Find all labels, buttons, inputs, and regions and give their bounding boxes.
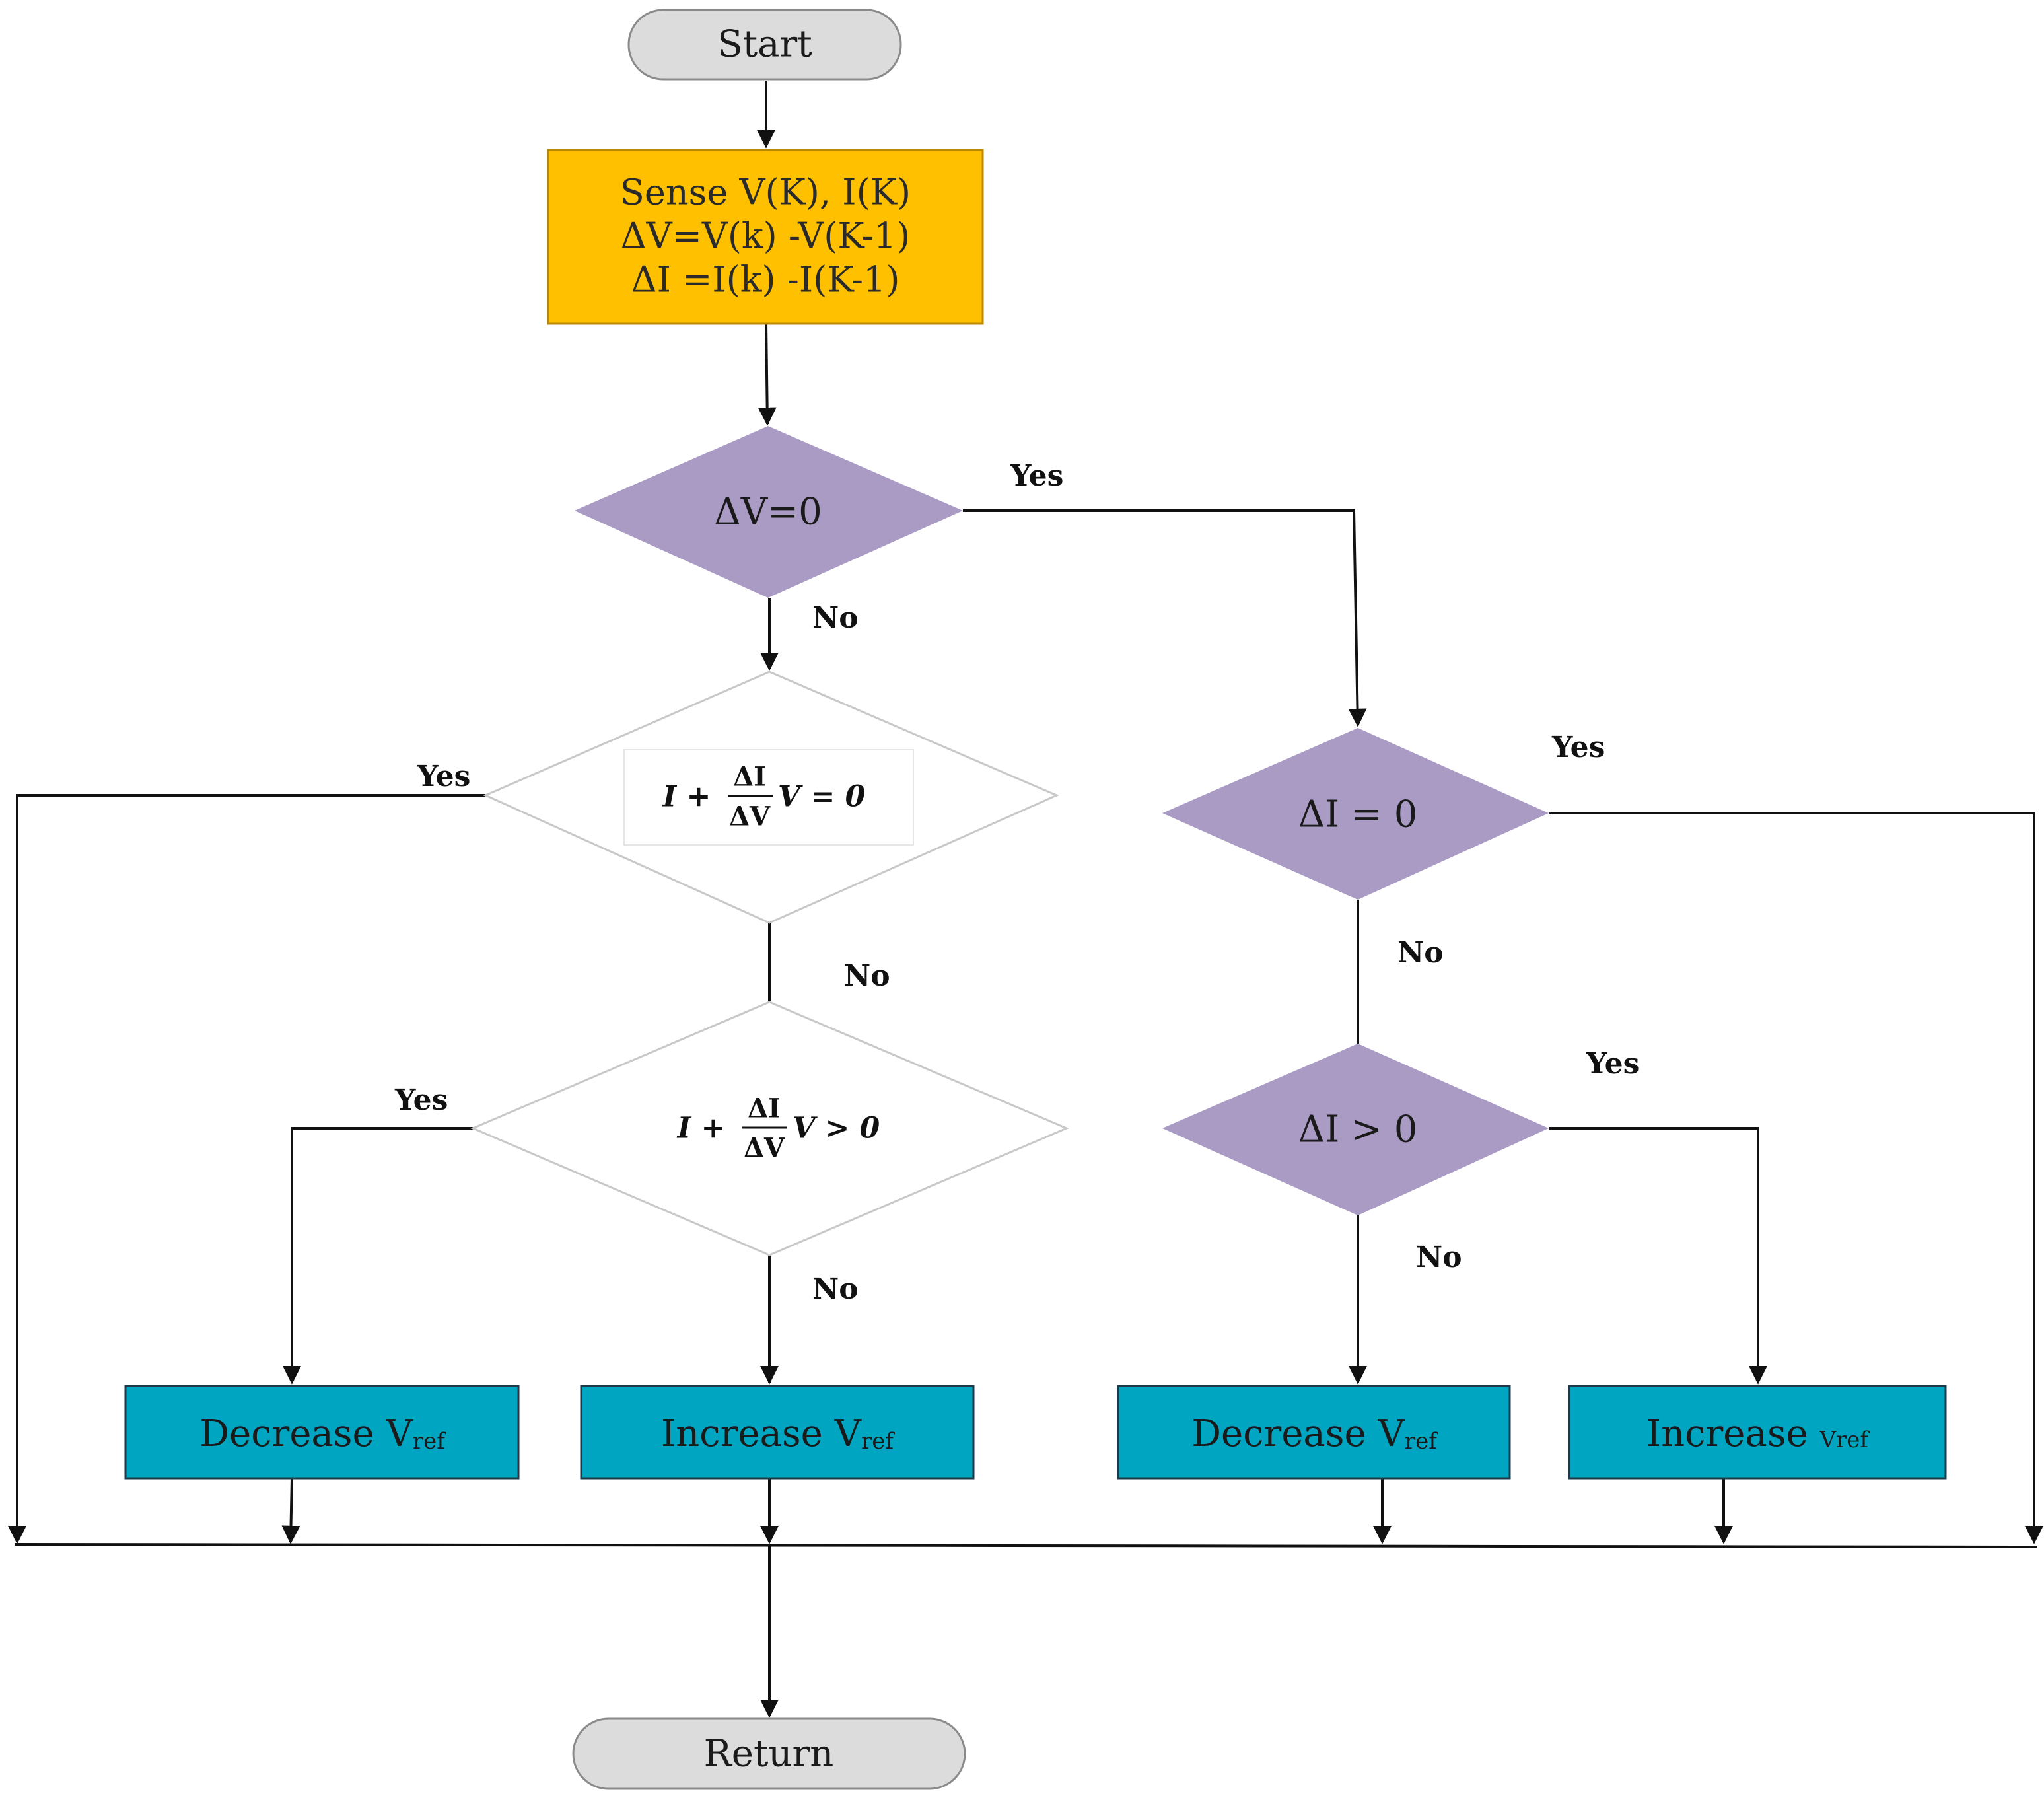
sense-line-3: ΔI =I(k) -I(K-1) (631, 259, 900, 301)
sense-line-1: Sense V(K), I(K) (620, 172, 911, 213)
return-label: Return (704, 1733, 834, 1776)
increase-vref-left-label: Increase Vref (661, 1412, 895, 1455)
label-di-pos-no: No (1416, 1241, 1462, 1274)
edge-cond2-yes (283, 1127, 473, 1385)
label-dv-yes: Yes (1010, 459, 1063, 493)
decrease-vref-right: Decrease Vref (1117, 1385, 1511, 1480)
di-zero-label: ΔI = 0 (1298, 793, 1418, 836)
cond1-decision: I + ΔI ΔV V = 0 (483, 670, 1059, 924)
cond1-post: V = 0 (778, 780, 866, 814)
label-dv-no: No (812, 601, 859, 635)
di-pos-shape (1162, 1044, 1549, 1215)
di-pos-label: ΔI > 0 (1298, 1108, 1418, 1151)
increase-vref-left: Increase Vref (580, 1385, 975, 1480)
dv-zero-label: ΔV=0 (714, 491, 822, 534)
di-zero-decision: ΔI = 0 (1162, 728, 1549, 900)
connectors (8, 81, 2043, 1718)
cond2-post: V > 0 (793, 1112, 880, 1145)
increase-vref-right-label: Increase Vref (1646, 1412, 1870, 1455)
cond2-numerator: ΔI (748, 1093, 781, 1124)
decrease-vref-left-main: Decrease V (199, 1412, 413, 1455)
decrease-vref-right-main: Decrease V (1191, 1412, 1405, 1455)
edge-cond1-yes (8, 794, 485, 1544)
decrease-vref-right-label: Decrease Vref (1191, 1412, 1438, 1455)
start-node: Start (627, 9, 902, 81)
di-pos-decision: ΔI > 0 (1162, 1044, 1549, 1215)
increase-vref-left-sub: ref (861, 1428, 895, 1455)
return-node: Return (572, 1717, 966, 1790)
label-di-zero-yes: Yes (1551, 731, 1605, 764)
decrease-vref-left: Decrease Vref (124, 1385, 520, 1480)
cond1-denominator: ΔV (729, 801, 771, 832)
decrease-vref-right-sub: ref (1405, 1428, 1438, 1455)
cond1-formula-box (623, 749, 914, 846)
increase-vref-right-sub: Vref (1819, 1427, 1870, 1453)
return-shape (572, 1717, 966, 1790)
increase-vref-right-shape (1568, 1385, 1947, 1480)
cond2-pre: I + (676, 1112, 726, 1145)
increase-vref-right: Increase Vref (1568, 1385, 1947, 1480)
increase-vref-left-shape (580, 1385, 975, 1480)
increase-vref-left-main: Increase V (661, 1412, 863, 1455)
edge-sense-to-dv-zero (758, 323, 777, 426)
edge-labels: Yes No Yes No Yes No Yes No Yes No (394, 459, 1639, 1306)
merge-bus-line (14, 1543, 2037, 1548)
label-cond2-yes: Yes (394, 1083, 448, 1117)
label-cond2-no: No (812, 1272, 859, 1306)
dv-zero-shape (575, 426, 963, 598)
dv-zero-decision: ΔV=0 (575, 426, 963, 598)
edge-dv-zero-yes (963, 509, 1367, 727)
edge-dec1-down (281, 1478, 300, 1544)
increase-vref-right-main: Increase (1646, 1412, 1820, 1455)
decrease-vref-left-label: Decrease Vref (199, 1412, 446, 1455)
start-shape (627, 9, 902, 81)
decrease-vref-left-sub: ref (413, 1428, 446, 1455)
sense-shape (547, 149, 984, 325)
sense-line-2: ΔV=V(k) -V(K-1) (621, 215, 911, 257)
sense-process-node: Sense V(K), I(K) ΔV=V(k) -V(K-1) ΔI =I(k… (547, 149, 984, 325)
label-di-pos-yes: Yes (1586, 1047, 1639, 1081)
start-label: Start (717, 23, 812, 66)
label-di-zero-no: No (1397, 936, 1444, 970)
edge-di-zero-yes (1549, 812, 2043, 1544)
cond2-decision: I + ΔI ΔV V > 0 (470, 1001, 1069, 1256)
edge-di-pos-yes (1549, 1127, 1767, 1385)
cond1-numerator: ΔI (733, 762, 766, 793)
di-zero-shape (1162, 728, 1549, 900)
label-cond1-no: No (844, 959, 890, 993)
decrease-vref-left-shape (124, 1385, 520, 1480)
decrease-vref-right-shape (1117, 1385, 1511, 1480)
cond2-denominator: ΔV (744, 1133, 785, 1164)
label-cond1-yes: Yes (417, 760, 470, 793)
cond1-pre: I + (662, 780, 711, 814)
